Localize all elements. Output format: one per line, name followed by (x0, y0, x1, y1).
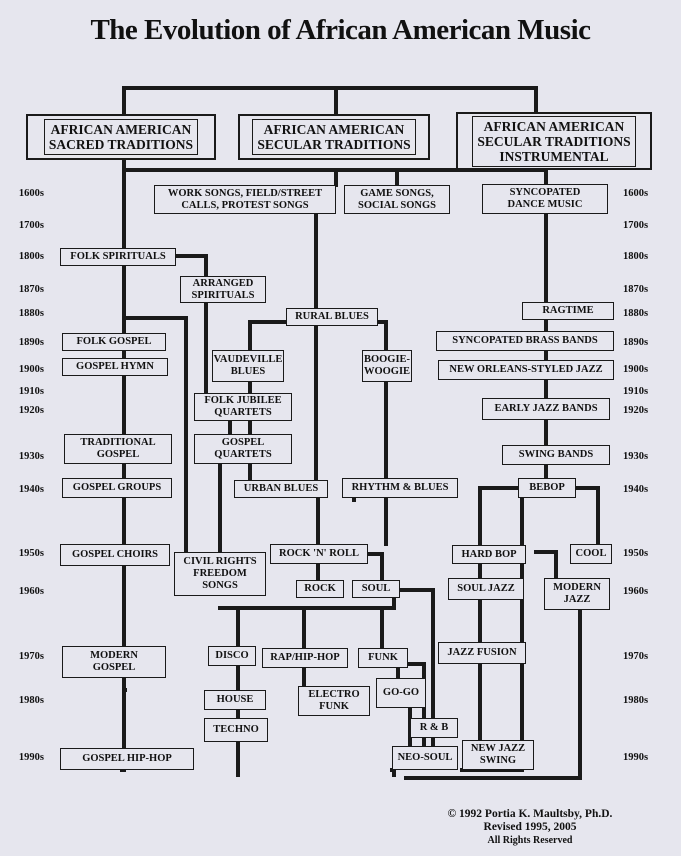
genre-boogie-woogie: BOOGIE- WOOGIE (362, 350, 412, 382)
header-secular-traditions: AFRICAN AMERICAN SECULAR TRADITIONS (238, 114, 430, 160)
year-label-right: 1800s (623, 251, 649, 262)
genre-early-jazz-bands: EARLY JAZZ BANDS (482, 398, 610, 420)
genre-game-songs: GAME SONGS, SOCIAL SONGS (344, 185, 450, 214)
year-label-left: 1990s (18, 752, 44, 763)
chart-title: The Evolution of African American Music (90, 14, 591, 46)
genre-modern-gospel: MODERN GOSPEL (62, 646, 166, 678)
year-label-right: 1930s (623, 451, 649, 462)
year-label-right: 1880s (623, 308, 649, 319)
genre-rock-n-roll: ROCK 'N' ROLL (270, 544, 368, 564)
year-label-left: 1930s (18, 451, 44, 462)
year-label-left: 1970s (18, 651, 44, 662)
year-label-left: 1880s (18, 308, 44, 319)
genre-gospel-hiphop: GOSPEL HIP-HOP (60, 748, 194, 770)
genre-electro-funk: ELECTRO FUNK (298, 686, 370, 716)
year-label-left: 1890s (18, 337, 44, 348)
genre-rhythm-blues: RHYTHM & BLUES (342, 478, 458, 498)
year-label-right: 1600s (623, 188, 649, 199)
genre-gospel-quartets: GOSPEL QUARTETS (194, 434, 292, 464)
year-label-right: 1910s (623, 386, 649, 397)
year-label-right: 1990s (623, 752, 649, 763)
genre-new-orleans-jazz: NEW ORLEANS-STYLED JAZZ (438, 360, 614, 380)
genre-folk-gospel: FOLK GOSPEL (62, 333, 166, 351)
genre-soul: SOUL (352, 580, 400, 598)
year-label-right: 1940s (623, 484, 649, 495)
genre-house: HOUSE (204, 690, 266, 710)
year-label-left: 1940s (18, 484, 44, 495)
year-label-left: 1960s (18, 586, 44, 597)
genre-bebop: BEBOP (518, 478, 576, 498)
year-label-right: 1870s (623, 284, 649, 295)
genre-gospel-groups: GOSPEL GROUPS (62, 478, 172, 498)
year-label-left: 1870s (18, 284, 44, 295)
genre-rock: ROCK (296, 580, 344, 598)
year-label-right: 1700s (623, 220, 649, 231)
genre-arranged-spirituals: ARRANGED SPIRITUALS (180, 276, 266, 303)
genre-ragtime: RAGTIME (522, 302, 614, 320)
genre-civil-rights-songs: CIVIL RIGHTS FREEDOM SONGS (174, 552, 266, 596)
genre-disco: DISCO (208, 646, 256, 666)
genre-r-and-b: R & B (410, 718, 458, 738)
genre-go-go: GO-GO (376, 678, 426, 708)
genre-vaudeville-blues: VAUDEVILLE BLUES (212, 350, 284, 382)
genre-syncopated-dance: SYNCOPATED DANCE MUSIC (482, 184, 608, 214)
year-label-right: 1950s (623, 548, 649, 559)
year-label-left: 1980s (18, 695, 44, 706)
genre-jazz-fusion: JAZZ FUSION (438, 642, 526, 664)
credit-line: All Rights Reserved (487, 835, 573, 846)
genre-syncopated-brass: SYNCOPATED BRASS BANDS (436, 331, 614, 351)
year-label-left: 1920s (18, 405, 44, 416)
year-label-right: 1920s (623, 405, 649, 416)
genre-work-songs: WORK SONGS, FIELD/STREET CALLS, PROTEST … (154, 185, 336, 214)
genre-gospel-hymn: GOSPEL HYMN (62, 358, 168, 376)
genre-cool: COOL (570, 544, 612, 564)
genre-swing-bands: SWING BANDS (502, 445, 610, 465)
year-label-left: 1910s (18, 386, 44, 397)
genre-folk-spirituals: FOLK SPIRITUALS (60, 248, 176, 266)
genre-hard-bop: HARD BOP (452, 545, 526, 564)
credit-line: Revised 1995, 2005 (483, 821, 577, 833)
genre-techno: TECHNO (204, 718, 268, 742)
year-label-left: 1600s (18, 188, 44, 199)
year-label-right: 1980s (623, 695, 649, 706)
year-label-right: 1960s (623, 586, 649, 597)
genre-rural-blues: RURAL BLUES (286, 308, 378, 326)
genre-rap-hiphop: RAP/HIP-HOP (262, 648, 348, 668)
genre-gospel-choirs: GOSPEL CHOIRS (60, 544, 170, 566)
genre-funk: FUNK (358, 648, 408, 668)
genre-new-jazz-swing: NEW JAZZ SWING (462, 740, 534, 770)
genre-soul-jazz: SOUL JAZZ (448, 578, 524, 600)
credit-line: © 1992 Portia K. Maultsby, Ph.D. (447, 808, 613, 820)
genre-modern-jazz: MODERN JAZZ (544, 578, 610, 610)
header-sacred-traditions: AFRICAN AMERICAN SACRED TRADITIONS (26, 114, 216, 160)
year-label-left: 1800s (18, 251, 44, 262)
genre-folk-jubilee-quartets: FOLK JUBILEE QUARTETS (194, 393, 292, 421)
genre-neo-soul: NEO-SOUL (392, 746, 458, 770)
header-secular-instrumental: AFRICAN AMERICAN SECULAR TRADITIONS INST… (456, 112, 652, 170)
copyright-credit: © 1992 Portia K. Maultsby, Ph.D. Revised… (420, 808, 640, 847)
year-label-left: 1700s (18, 220, 44, 231)
year-label-right: 1890s (623, 337, 649, 348)
genre-traditional-gospel: TRADITIONAL GOSPEL (64, 434, 172, 464)
year-label-right: 1970s (623, 651, 649, 662)
year-label-left: 1900s (18, 364, 44, 375)
year-label-left: 1950s (18, 548, 44, 559)
genre-urban-blues: URBAN BLUES (234, 480, 328, 498)
year-label-right: 1900s (623, 364, 649, 375)
